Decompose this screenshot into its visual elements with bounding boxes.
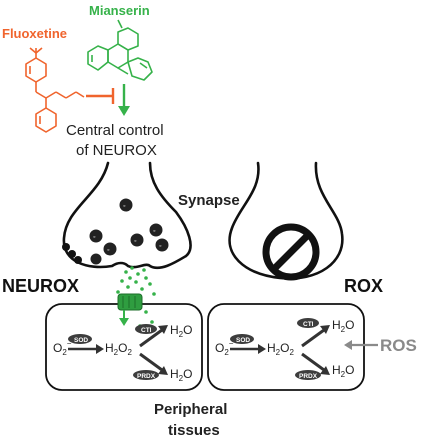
svg-text:SOD: SOD — [74, 337, 88, 344]
neurox-reaction: O2− SOD H2O2 CTl H2O PRDX H2O — [53, 323, 192, 383]
mianserin-structure — [87, 19, 153, 81]
svg-text:H2O: H2O — [170, 323, 192, 339]
svg-text:PRDX: PRDX — [299, 373, 318, 380]
peripheral-tissues-line2: tissues — [168, 422, 220, 439]
svg-text:CTl: CTl — [141, 327, 152, 334]
fluoxetine-structure — [25, 47, 85, 133]
svg-text:O2−: O2− — [215, 339, 234, 357]
neurox-label: NEUROX — [2, 276, 79, 296]
central-control-line2: of NEUROX — [76, 142, 157, 159]
svg-text:◦: ◦ — [107, 247, 109, 254]
rox-reaction: O2− SOD H2O2 CTl H2O PRDX H2O — [215, 318, 354, 380]
receptor-signal-arrowhead — [119, 318, 129, 326]
central-control-line1: Central control — [66, 122, 164, 139]
rox-tissue-box — [207, 303, 365, 391]
svg-text:H2O2: H2O2 — [267, 341, 294, 357]
svg-text:SOD: SOD — [236, 337, 250, 344]
svg-text:◦: ◦ — [134, 238, 136, 245]
ros-input-arrow — [344, 340, 378, 350]
mianserin-label: Mianserin — [89, 3, 150, 18]
vesicle-labels: ◦ ◦ ◦ ◦ ◦ ◦ — [93, 203, 161, 254]
svg-text:H2O: H2O — [332, 318, 354, 334]
svg-text:◦: ◦ — [153, 228, 155, 235]
svg-text:CTl: CTl — [303, 321, 314, 328]
svg-text:◦: ◦ — [123, 203, 125, 210]
drug-interaction-arrows — [86, 84, 130, 116]
peripheral-receptor — [117, 293, 143, 311]
terminal-receptors — [62, 243, 82, 264]
rox-label: ROX — [344, 276, 383, 296]
svg-text:◦: ◦ — [93, 234, 95, 241]
svg-text:H2O: H2O — [170, 367, 192, 383]
synapse-label: Synapse — [178, 192, 240, 209]
blocked-icon — [262, 223, 320, 281]
svg-text:◦: ◦ — [159, 243, 161, 250]
svg-text:H2O2: H2O2 — [105, 341, 132, 357]
fluoxetine-label: Fluoxetine — [2, 26, 67, 41]
ros-label: ROS — [380, 336, 417, 355]
svg-text:H2O: H2O — [332, 363, 354, 379]
synaptic-vesicles — [89, 198, 169, 265]
peripheral-tissues-line1: Peripheral — [154, 401, 227, 418]
svg-text:O2−: O2− — [53, 339, 72, 357]
svg-text:PRDX: PRDX — [137, 373, 156, 380]
left-synaptic-terminal — [62, 161, 192, 270]
